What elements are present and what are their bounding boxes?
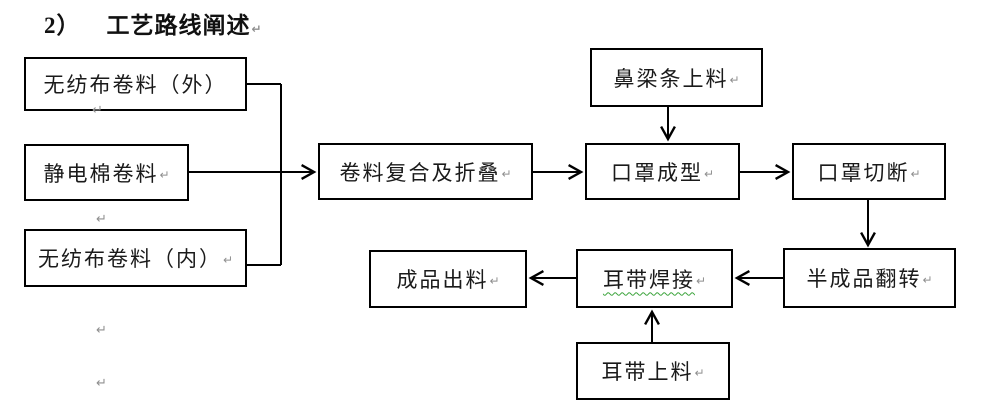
node-label: 耳带上料 xyxy=(601,360,694,384)
line-break-mark: ↵ xyxy=(695,273,707,288)
line-break-mark: ↵ xyxy=(910,166,921,181)
page-title: 2） 工艺路线阐述↵ xyxy=(44,6,262,40)
line-break-mark: ↵ xyxy=(92,103,103,118)
node-mask-forming-box: 口罩成型↵ xyxy=(585,143,740,200)
title-text: 工艺路线阐述 xyxy=(106,13,251,38)
edge-left-merge-lines xyxy=(246,83,282,266)
node-compound-fold-box: 卷料复合及折叠↵ xyxy=(318,143,533,200)
node-earloop-feed-box: 耳带上料↵ xyxy=(576,342,730,400)
node-outer-nonwoven-box: 无纺布卷料（外） xyxy=(24,57,247,111)
node-label: 无纺布卷料（内） xyxy=(37,247,222,271)
node-label: 卷料复合及折叠 xyxy=(339,160,501,185)
line-break-mark: ↵ xyxy=(222,253,234,267)
line-break-mark: ↵ xyxy=(501,166,512,181)
node-label: 静电棉卷料 xyxy=(43,161,159,186)
line-break-mark: ↵ xyxy=(251,22,262,36)
line-break-mark: ↵ xyxy=(922,273,933,287)
node-semi-product-flip-box: 半成品翻转↵ xyxy=(783,248,956,308)
node-product-output-box: 成品出料↵ xyxy=(369,250,527,308)
node-earloop-welding-box: 耳带焊接↵ xyxy=(576,249,733,308)
node-nose-strip-feed-box: 鼻梁条上料↵ xyxy=(590,48,763,107)
line-break-mark: ↵ xyxy=(96,212,107,227)
node-electrostatic-cotton-box: 静电棉卷料↵ xyxy=(24,144,189,201)
node-label: 无纺布卷料（外） xyxy=(43,73,228,97)
node-label: 鼻梁条上料 xyxy=(613,66,729,91)
line-break-mark: ↵ xyxy=(96,323,107,338)
node-label: 耳带焊接 xyxy=(602,267,695,292)
title-number: 2） xyxy=(44,13,81,38)
node-label: 成品出料 xyxy=(396,268,489,292)
node-inner-nonwoven-box: 无纺布卷料（内）↵ xyxy=(24,229,247,287)
node-mask-cutting-box: 口罩切断↵ xyxy=(792,143,946,200)
line-break-mark: ↵ xyxy=(96,376,107,391)
line-break-mark: ↵ xyxy=(703,166,715,181)
line-break-mark: ↵ xyxy=(729,72,740,87)
line-break-mark: ↵ xyxy=(694,366,705,380)
line-break-mark: ↵ xyxy=(159,167,170,182)
line-break-mark: ↵ xyxy=(489,274,500,288)
node-label: 半成品翻转 xyxy=(806,267,922,291)
node-label: 口罩成型 xyxy=(610,160,703,185)
node-label: 口罩切断 xyxy=(817,160,910,185)
